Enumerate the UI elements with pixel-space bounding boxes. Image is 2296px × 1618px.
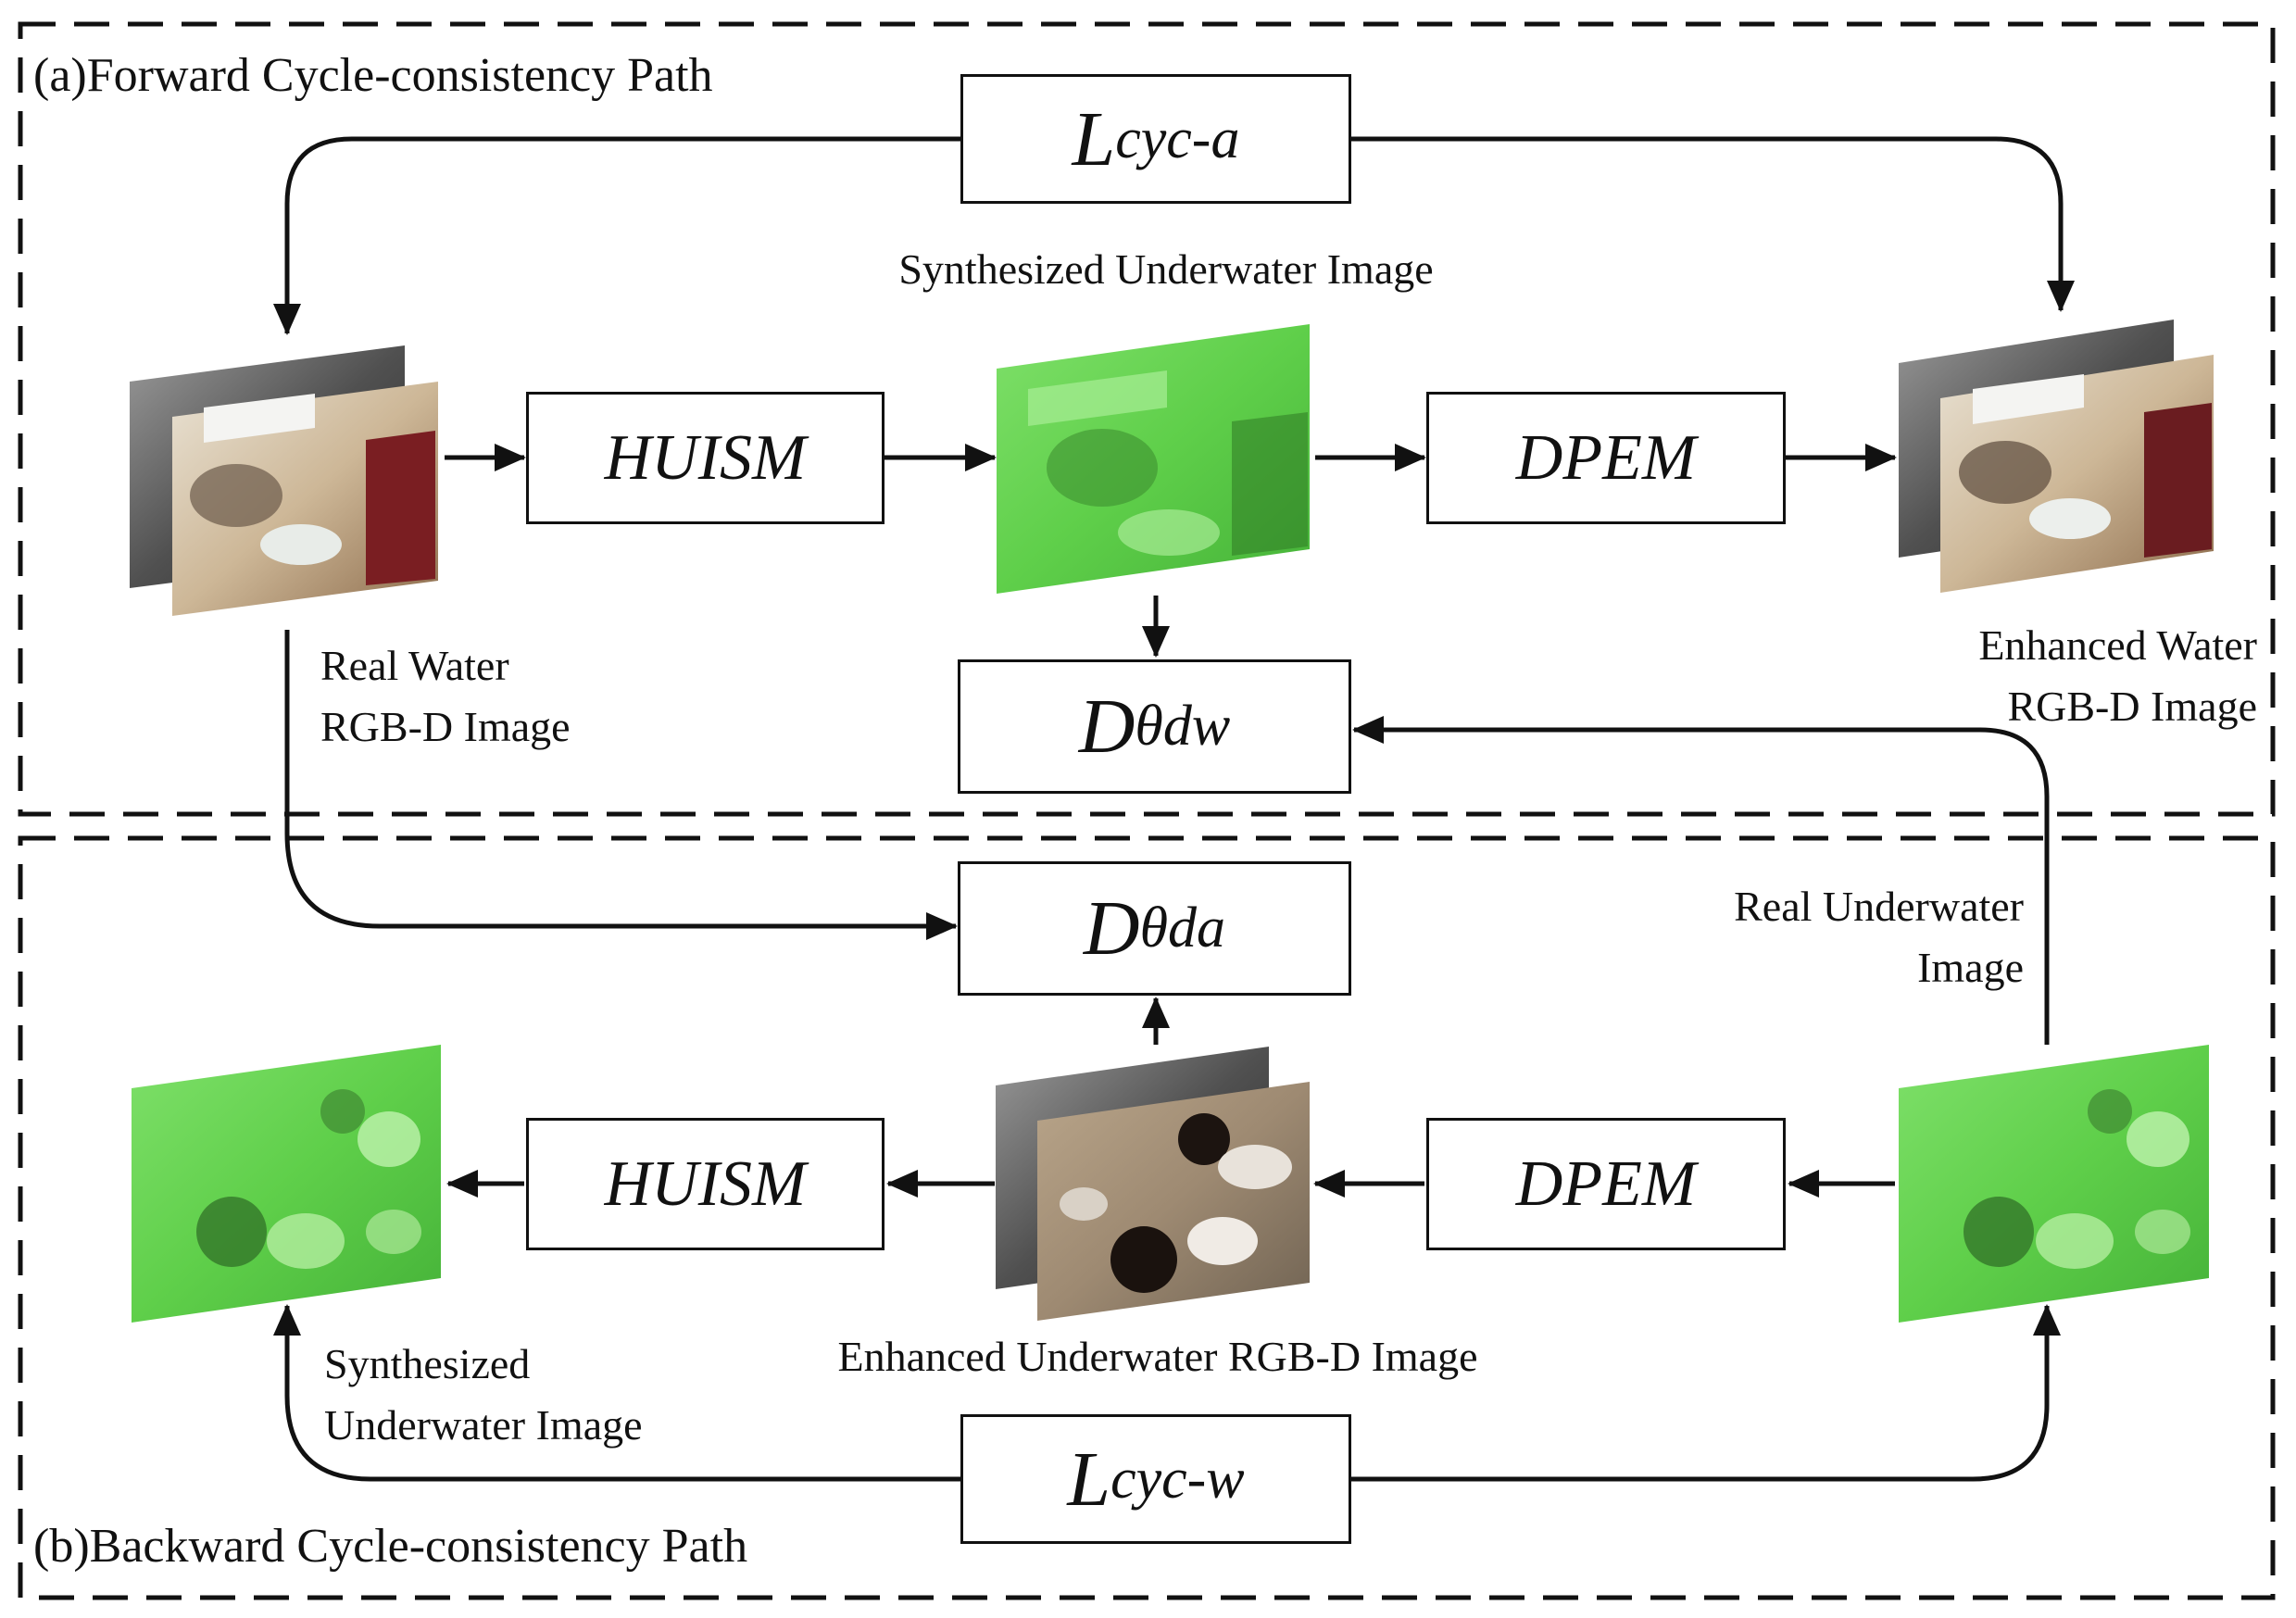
synth-underwater-image-forward (997, 324, 1310, 594)
synth-underwater-image-backward (132, 1045, 441, 1323)
disc-da-symbol: D (1083, 885, 1140, 972)
huism-box-backward: HUISM (526, 1118, 885, 1250)
real-underwater-to-disc-dw-arrow (1352, 716, 2050, 1045)
forward-path-frame (18, 21, 2276, 817)
backward-path-title: (b)Backward Cycle-consistency Path (33, 1520, 748, 1573)
disc-da-subscript: θda (1139, 897, 1226, 960)
forward-path-title: (a)Forward Cycle-consistency Path (33, 49, 713, 102)
cyc-a-to-real-water-arrow (273, 136, 960, 335)
enhanced-water-label-line1: Enhanced Water (1978, 621, 2257, 669)
real-water-label-line2: RGB-D Image (320, 703, 571, 750)
enhanced-water-rgbd-image (1899, 320, 2214, 593)
real-underwater-image (1899, 1045, 2209, 1323)
enhanced-water-label-line2: RGB-D Image (2007, 683, 2257, 730)
dpem-label: DPEM (1515, 1148, 1697, 1220)
cyc-w-to-real-underwater-arrow (1351, 1304, 2061, 1482)
real-water-to-disc-da-arrow (284, 630, 958, 940)
loss-cyc-a-subscript: cyc-a (1115, 107, 1240, 170)
loss-cyc-a-symbol: L (1072, 95, 1116, 182)
disc-dw-subscript: θdw (1135, 695, 1231, 758)
dpem-box-forward: DPEM (1426, 392, 1786, 524)
disc-dw-symbol: D (1078, 684, 1135, 770)
huism-label: HUISM (604, 1148, 807, 1220)
enhanced-underwater-label: Enhanced Underwater RGB-D Image (837, 1333, 1478, 1380)
enhanced-underwater-rgbd-image (996, 1047, 1310, 1321)
dpem-label: DPEM (1515, 421, 1697, 494)
cyc-a-to-enhanced-water-arrow (1351, 136, 2075, 312)
loss-cyc-w-subscript: cyc-w (1110, 1447, 1245, 1511)
real-underwater-label-line2: Image (1917, 944, 2024, 991)
synth-underwater-top-label: Synthesized Underwater Image (898, 245, 1434, 293)
real-underwater-label-line1: Real Underwater (1734, 883, 2024, 930)
real-water-label-line1: Real Water (320, 642, 509, 689)
dpem-box-backward: DPEM (1426, 1118, 1786, 1250)
huism-label: HUISM (604, 421, 807, 494)
synth-underwater-label-line2: Underwater Image (324, 1401, 643, 1449)
huism-box-forward: HUISM (526, 392, 885, 524)
synth-underwater-label-line1: Synthesized (324, 1340, 531, 1387)
cyc-w-to-synth-underwater-arrow (273, 1304, 960, 1482)
backward-path-frame (18, 835, 2276, 1600)
real-water-rgbd-image (130, 345, 438, 616)
loss-cyc-w-symbol: L (1067, 1436, 1111, 1523)
